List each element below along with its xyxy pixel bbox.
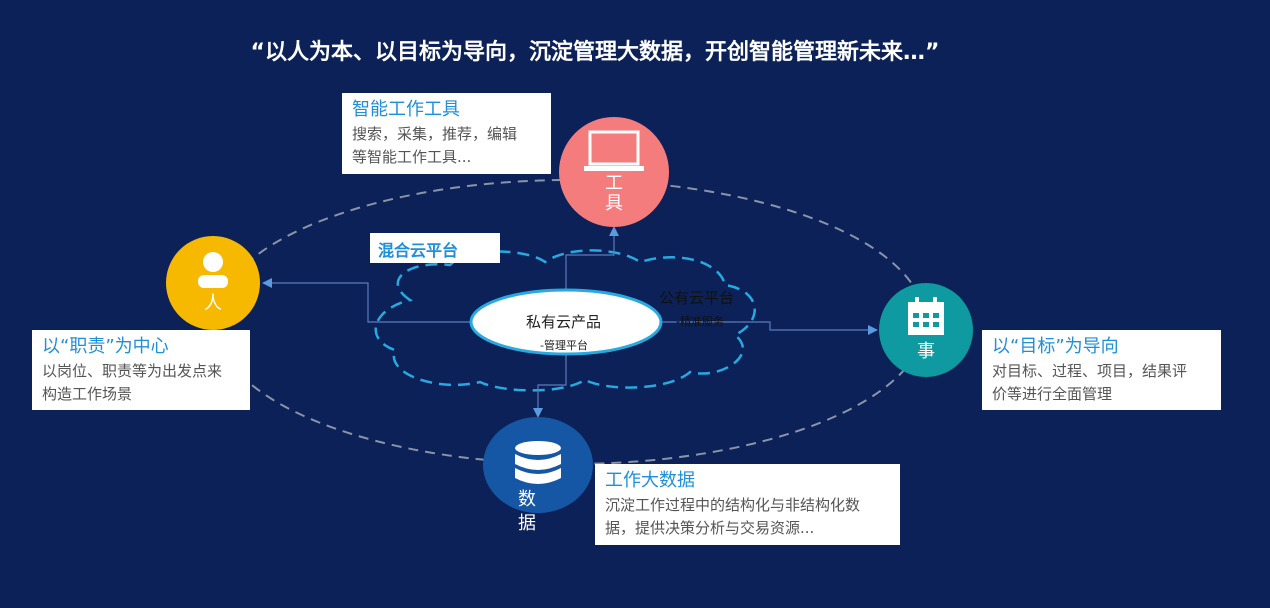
person-node: 人: [166, 236, 260, 330]
data-info-box: 工作大数据 沉淀工作过程中的结构化与非结构化数 据，提供决策分析与交易资源...: [595, 464, 900, 545]
public-cloud-sub: -精准服务: [676, 315, 724, 328]
tool-label-2: 具: [605, 193, 623, 214]
private-cloud-sub: -管理平台: [540, 339, 588, 352]
tool-box-text-1: 搜索，采集，推荐，编辑: [352, 125, 518, 143]
private-cloud-ellipse: [469, 288, 663, 356]
task-node: 事: [879, 283, 973, 377]
task-box-text-2: 价等进行全面管理: [992, 385, 1113, 403]
task-box-title: 以“目标”为导向: [992, 336, 1119, 357]
public-cloud-title: 公有云平台: [659, 289, 735, 307]
tool-info-box: 智能工作工具 搜索，采集，推荐，编辑 等智能工作工具...: [342, 93, 551, 174]
person-info-box: 以“职责”为中心 以岗位、职责等为出发点来 构造工作场景: [32, 330, 250, 410]
calendar-icon: [908, 297, 944, 335]
arrowheads: [262, 226, 878, 418]
data-box-title: 工作大数据: [605, 470, 695, 491]
person-box-title: 以“职责”为中心: [42, 336, 169, 357]
database-icon: [515, 441, 561, 484]
data-label: 数据: [518, 488, 536, 536]
headline: “以人为本、以目标为导向，沉淀管理大数据，开创智能管理新未来…”: [250, 40, 940, 65]
tool-box-text-2: 等智能工作工具...: [352, 148, 472, 166]
connector-lines: [270, 232, 870, 410]
hybrid-cloud-label: 混合云平台: [370, 233, 500, 263]
tool-label-1: 工: [605, 173, 623, 194]
data-node: [483, 417, 593, 513]
tool-box-title: 智能工作工具: [352, 99, 460, 120]
person-box-text-2: 构造工作场景: [42, 385, 133, 403]
task-info-box: 以“目标”为导向 对目标、过程、项目，结果评 价等进行全面管理: [982, 330, 1221, 410]
laptop-icon: [584, 130, 644, 171]
person-box-text-1: 以岗位、职责等为出发点来: [42, 362, 223, 380]
task-label: 事: [917, 341, 935, 362]
user-icon: [198, 252, 228, 288]
hybrid-cloud-outline: [374, 249, 756, 392]
data-label-2: 据: [518, 513, 536, 534]
data-label-1: 数: [518, 489, 536, 510]
person-label: 人: [204, 293, 222, 314]
task-box-text-1: 对目标、过程、项目，结果评: [992, 362, 1188, 380]
data-box-text-1: 沉淀工作过程中的结构化与非结构化数: [605, 496, 861, 514]
data-box-text-2: 据，提供决策分析与交易资源...: [605, 519, 815, 537]
private-cloud-title: 私有云产品: [526, 313, 602, 331]
tool-node: 工 具: [559, 117, 669, 227]
